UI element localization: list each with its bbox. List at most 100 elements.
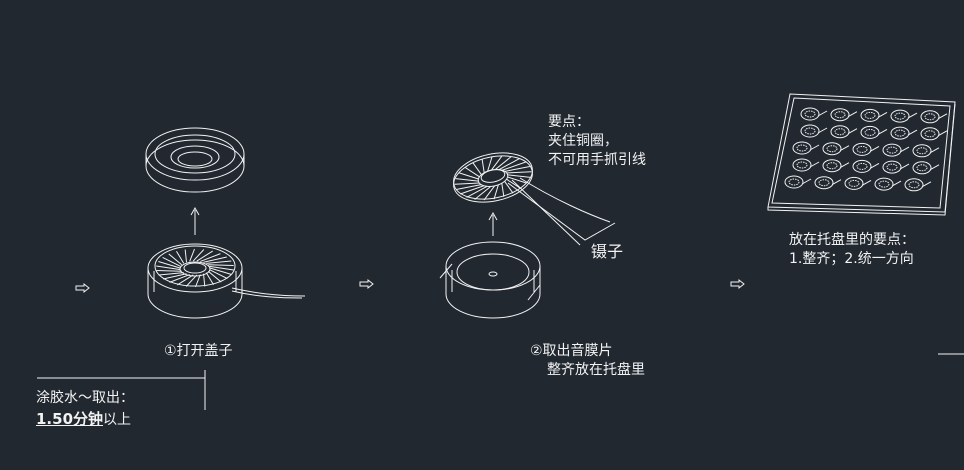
tray-lead-wire bbox=[929, 147, 940, 154]
cone-spoke bbox=[195, 274, 201, 288]
tray-diaphragm bbox=[882, 160, 902, 174]
tray-diaphragm-center bbox=[894, 129, 906, 137]
tray-diaphragm-center bbox=[796, 161, 808, 169]
tray-diaphragm-center bbox=[908, 181, 920, 189]
diaphragm-illustration bbox=[453, 152, 533, 203]
cone-spoke bbox=[203, 256, 227, 263]
cone-spoke bbox=[200, 253, 221, 262]
tray-diaphragm-center bbox=[886, 146, 898, 154]
flow-arrow-3 bbox=[730, 278, 745, 290]
cone-spoke bbox=[459, 172, 479, 180]
cone-spoke bbox=[203, 273, 206, 287]
cone-spoke bbox=[209, 267, 232, 275]
tray-diaphragm-center bbox=[834, 128, 846, 136]
cone-spoke bbox=[494, 156, 512, 171]
tray-diaphragm bbox=[920, 110, 940, 124]
tray-lead-wire bbox=[869, 162, 880, 169]
flow-arrow-1 bbox=[75, 282, 90, 294]
cone-spoke bbox=[481, 159, 485, 173]
cone-spoke bbox=[209, 265, 234, 271]
tray-lead-wire bbox=[937, 113, 948, 120]
cone-spoke bbox=[502, 161, 526, 171]
tray-diaphragm bbox=[852, 159, 872, 173]
tray-diaphragm bbox=[814, 176, 834, 190]
cone-spoke bbox=[205, 272, 214, 285]
tray-lead-wire bbox=[921, 181, 932, 188]
cone-spoke bbox=[460, 185, 484, 195]
tray-illustration bbox=[767, 93, 956, 216]
tray-diaphragm-center bbox=[796, 144, 808, 152]
lift-arrow-1 bbox=[190, 206, 200, 235]
cone-spoke bbox=[504, 165, 530, 172]
cone-spoke bbox=[466, 185, 488, 198]
tray-diaphragm bbox=[800, 124, 820, 138]
tray-lead-wire bbox=[877, 128, 888, 135]
tweezers-illustration bbox=[507, 177, 616, 246]
tray-note-points: 1.整齐；2.统一方向 bbox=[789, 251, 914, 267]
glue-note-line2: 1.50分钟以上 bbox=[36, 410, 131, 429]
tray-lead-wire bbox=[869, 145, 880, 152]
cone-spoke bbox=[490, 155, 503, 171]
cone-spoke bbox=[158, 261, 181, 269]
glue-note-line1: 涂胶水～取出： bbox=[36, 390, 134, 406]
tweezers-label: 镊子 bbox=[591, 242, 624, 261]
tray-lead-wire bbox=[839, 162, 850, 169]
tray-diaphragm-center bbox=[894, 112, 906, 120]
tray-diaphragm-center bbox=[864, 128, 876, 136]
cone-spoke bbox=[192, 249, 205, 262]
tray-diaphragm bbox=[852, 142, 872, 156]
cone-spoke bbox=[455, 178, 479, 182]
cone-spoke bbox=[206, 260, 232, 264]
cone-spoke bbox=[196, 250, 213, 262]
cone-spoke bbox=[464, 167, 480, 178]
tray-diaphragm-center bbox=[924, 130, 936, 138]
tray-diaphragm-center bbox=[804, 127, 816, 135]
cone-spoke bbox=[493, 184, 499, 200]
key-point-line2: 不可用手抓引线 bbox=[548, 152, 646, 168]
tray-lead-wire bbox=[907, 129, 918, 136]
tray-lead-wire bbox=[929, 164, 940, 171]
tray-diaphragm-center bbox=[856, 145, 868, 153]
tray-lead-wire bbox=[809, 161, 820, 168]
tray-lead-wire bbox=[907, 112, 918, 119]
tray-lead-wire bbox=[937, 130, 948, 137]
tray-lead-wire bbox=[831, 179, 842, 186]
cone-spoke bbox=[184, 249, 187, 263]
cone-spoke bbox=[209, 269, 228, 280]
cone-spoke bbox=[168, 253, 183, 266]
empty-body-illustration bbox=[439, 241, 541, 319]
glue-time-value: 1.50分钟 bbox=[36, 410, 104, 428]
tray-diaphragm-center bbox=[826, 145, 838, 153]
tray-lead-wire bbox=[817, 127, 828, 134]
tray-lead-wire bbox=[817, 110, 828, 117]
tray-lead-wire bbox=[861, 179, 872, 186]
cone-spoke bbox=[156, 265, 181, 271]
tray-diaphragm bbox=[890, 109, 910, 123]
cone-spoke bbox=[162, 256, 181, 267]
tray-diaphragm-center bbox=[916, 164, 928, 172]
tray-diaphragm-center bbox=[788, 178, 800, 186]
tray-diaphragm bbox=[920, 127, 940, 141]
step2-caption-line1: ②取出音膜片 bbox=[530, 343, 613, 359]
tray-diaphragm-center bbox=[916, 147, 928, 155]
cone-spoke bbox=[208, 264, 234, 266]
tray-diaphragm-center bbox=[886, 163, 898, 171]
cone-spoke bbox=[156, 270, 182, 272]
tray-lead-wire bbox=[809, 144, 820, 151]
tray-diaphragm bbox=[882, 143, 902, 157]
cone-spoke bbox=[185, 274, 198, 287]
tray-diaphragm bbox=[912, 161, 932, 175]
glue-note-leader bbox=[37, 370, 206, 410]
cone-spoke bbox=[483, 185, 496, 201]
tray-lead-wire bbox=[847, 128, 858, 135]
key-point-title: 要点： bbox=[548, 114, 590, 130]
tray-diaphragm-center bbox=[834, 111, 846, 119]
tray-lead-wire bbox=[899, 146, 910, 153]
cone-spoke bbox=[158, 272, 184, 276]
tray-lead-wire bbox=[877, 111, 888, 118]
tray-diaphragm bbox=[822, 142, 842, 156]
cone-spoke bbox=[487, 156, 493, 172]
tray-diaphragm bbox=[830, 108, 850, 122]
tray-diaphragm-center bbox=[826, 162, 838, 170]
tray-lead-wire bbox=[801, 178, 812, 185]
